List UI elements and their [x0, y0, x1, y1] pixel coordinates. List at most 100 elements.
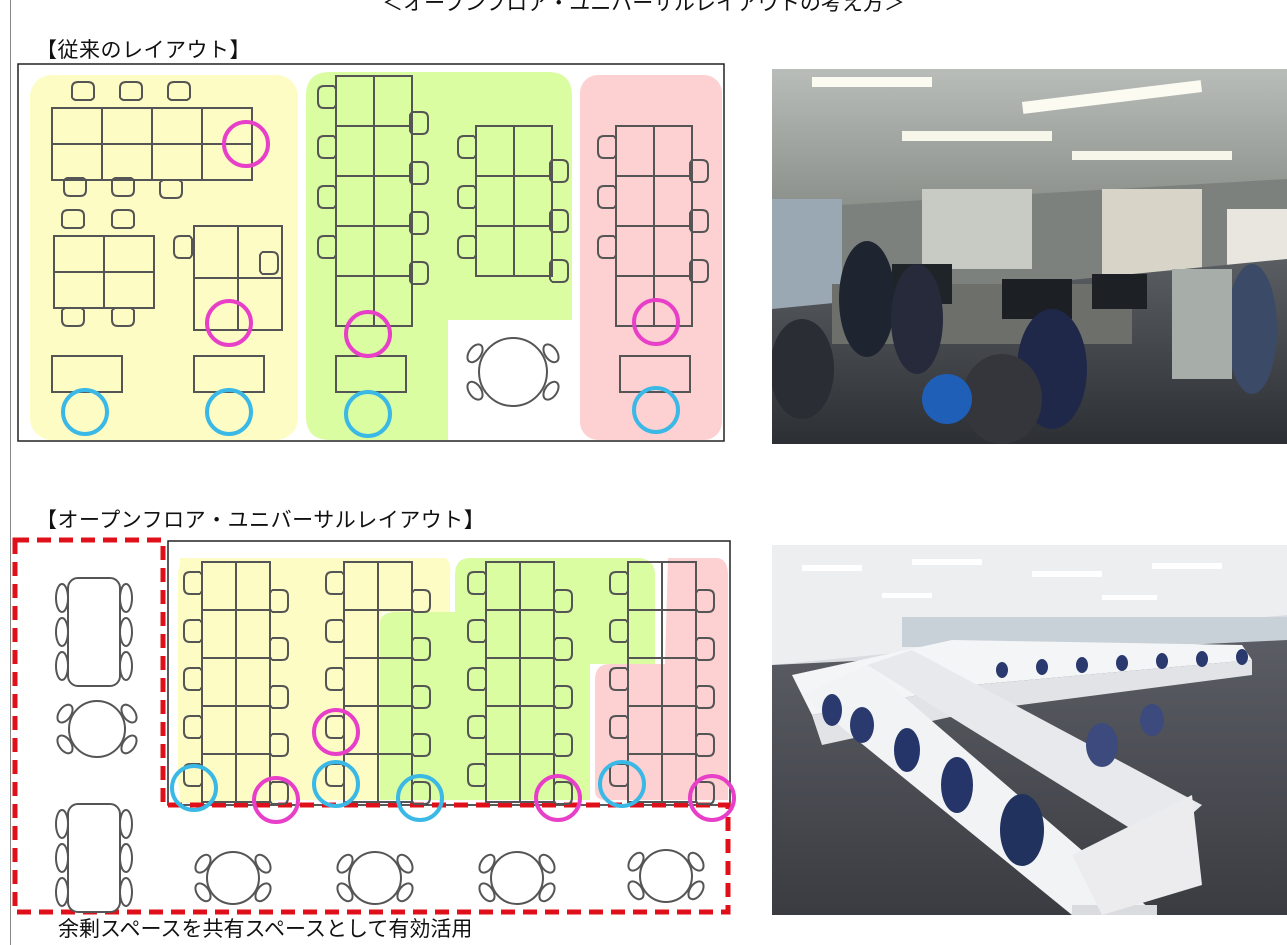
chair — [478, 853, 496, 874]
chair — [597, 235, 617, 259]
traditional-plan-frame — [17, 63, 725, 442]
chair — [56, 703, 74, 724]
chair — [689, 209, 709, 233]
chair — [61, 307, 85, 327]
round-table — [68, 700, 126, 758]
chair — [55, 877, 69, 907]
chair — [409, 211, 429, 235]
chair — [61, 209, 85, 229]
chair — [325, 667, 345, 691]
chair — [609, 571, 629, 595]
chair — [55, 583, 69, 613]
chair — [457, 235, 477, 259]
chair — [411, 733, 431, 757]
chair — [269, 637, 289, 661]
magenta-circle-marker — [312, 708, 360, 756]
chair — [411, 781, 431, 805]
round-table — [639, 849, 693, 903]
chair — [55, 617, 69, 647]
chair — [120, 734, 138, 755]
chair — [111, 209, 135, 229]
chair — [553, 589, 573, 613]
chair — [695, 637, 715, 661]
chair — [119, 583, 133, 613]
chair — [325, 715, 345, 739]
desk — [619, 355, 691, 393]
chair — [467, 619, 487, 643]
chair — [549, 159, 569, 183]
chair — [409, 261, 429, 285]
traditional-layout-heading: 【従来のレイアウト】 — [36, 38, 251, 62]
chair — [549, 259, 569, 283]
chair — [609, 619, 629, 643]
chair — [695, 589, 715, 613]
chair — [159, 179, 183, 199]
magenta-circle-marker — [344, 310, 392, 358]
chair — [457, 135, 477, 159]
chair — [467, 571, 487, 595]
chair — [542, 343, 560, 364]
chair — [111, 177, 135, 197]
shared-space-border — [12, 537, 731, 915]
chair — [183, 619, 203, 643]
meeting-table — [67, 577, 121, 687]
magenta-circle-marker — [534, 774, 582, 822]
chair — [317, 135, 337, 159]
cyan-circle-marker — [598, 760, 646, 808]
desk — [513, 225, 553, 277]
chair — [609, 667, 629, 691]
desk — [661, 753, 697, 803]
chair — [325, 571, 345, 595]
desk — [373, 275, 413, 327]
chair — [466, 343, 484, 364]
chair — [269, 589, 289, 613]
chair — [63, 177, 87, 197]
chair — [325, 619, 345, 643]
chair — [411, 685, 431, 709]
cyan-circle-marker — [61, 388, 109, 436]
magenta-circle-marker — [252, 776, 300, 824]
chair — [194, 882, 212, 903]
chair — [119, 843, 133, 873]
chair — [609, 715, 629, 739]
chair — [396, 882, 414, 903]
cyan-circle-marker — [632, 386, 680, 434]
open-floor-plan-frame — [167, 540, 731, 806]
chair — [183, 571, 203, 595]
chair — [553, 685, 573, 709]
chair — [119, 651, 133, 681]
chair — [55, 809, 69, 839]
round-table — [206, 851, 260, 905]
cyan-circle-marker — [312, 760, 360, 808]
chair — [411, 589, 431, 613]
chair — [542, 380, 560, 401]
chair — [597, 185, 617, 209]
cyan-circle-marker — [205, 388, 253, 436]
chair — [259, 251, 279, 275]
chair — [119, 81, 143, 101]
round-table — [490, 851, 544, 905]
chair — [396, 853, 414, 874]
chair — [71, 81, 95, 101]
chair — [457, 185, 477, 209]
meeting-table — [67, 803, 121, 913]
chair — [689, 159, 709, 183]
chair — [689, 259, 709, 283]
chair — [695, 733, 715, 757]
chair — [119, 617, 133, 647]
chair — [269, 733, 289, 757]
chair — [687, 880, 705, 901]
chair — [269, 781, 289, 805]
zone-yellow — [180, 558, 275, 803]
magenta-circle-marker — [688, 774, 736, 822]
chair — [538, 882, 556, 903]
chair — [466, 380, 484, 401]
chair — [173, 235, 193, 259]
chair — [183, 715, 203, 739]
cyan-circle-marker — [170, 764, 218, 812]
open-floor-layout-heading: 【オープンフロア・ユニバーサルレイアウト】 — [36, 508, 486, 532]
open-floor-office-photo — [772, 545, 1287, 915]
chair — [119, 809, 133, 839]
chair — [183, 667, 203, 691]
